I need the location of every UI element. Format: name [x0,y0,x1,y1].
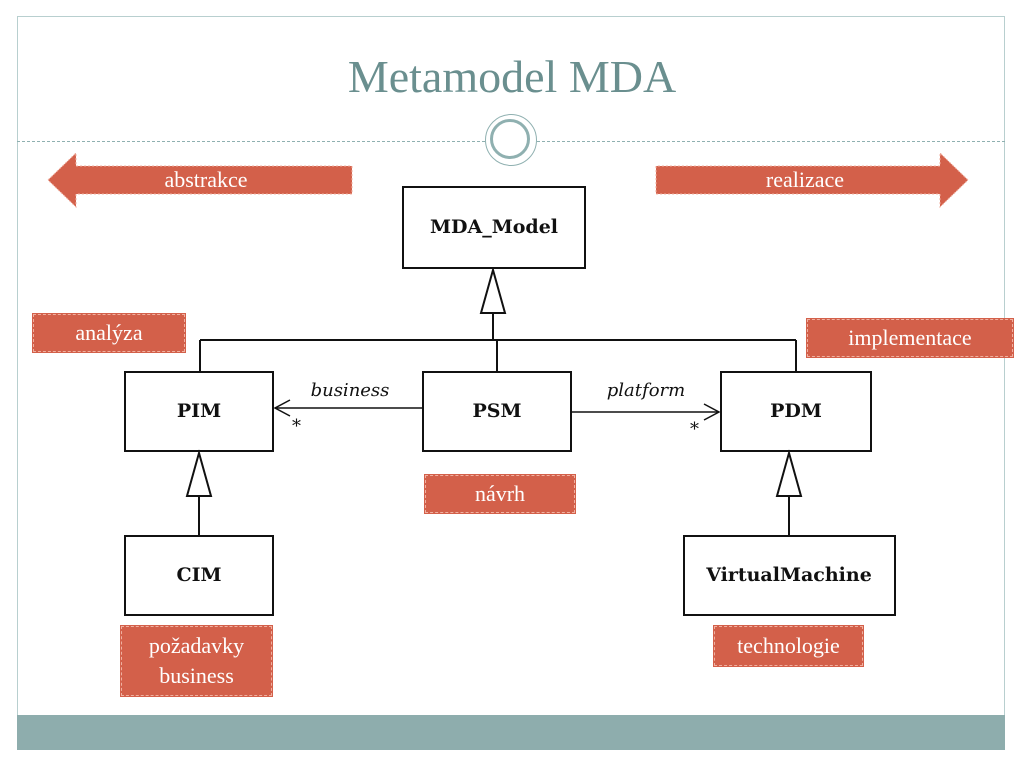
class-name-virtual-machine: VirtualMachine [705,564,872,586]
abstrakce-arrow [47,151,353,209]
class-name-pdm: PDM [770,400,822,422]
multiplicity-business: * [292,416,301,437]
tag-navrh: návrh [424,474,576,514]
class-name-mda-model: MDA_Model [430,216,558,238]
pdm-inheritance-triangle [775,449,803,497]
realizace-arrow [655,151,969,209]
association-label-platform: platform [607,380,685,401]
association-platform [571,403,721,421]
class-box-mda-model [402,186,586,269]
tag-business-line: business [159,663,234,688]
class-box-psm [422,371,572,452]
association-business [273,399,423,417]
class-box-pdm [720,371,872,452]
tag-pozadavky-line: požadavky [148,633,245,658]
class-box-cim [124,535,274,616]
abstrakce-label: abstrakce [164,167,248,192]
pim-inheritance-triangle [185,449,213,497]
realizace-label: realizace [765,167,845,192]
generalization-tree [199,313,797,372]
association-label-business: business [311,380,390,401]
class-box-virtual-machine [683,535,896,616]
tag-pozadavky-business: požadavky business [120,625,273,697]
mda-model-inheritance-triangle [479,266,507,314]
tag-technologie: technologie [713,625,864,667]
class-name-cim: CIM [176,564,221,586]
tag-implementace: implementace [806,318,1014,358]
class-name-pim: PIM [177,400,221,422]
slide-title: Metamodel MDA [347,51,677,102]
tag-analyza: analýza [32,313,186,353]
divider-circle-ornament [485,114,537,166]
footer-bar [17,715,1005,750]
class-name-psm: PSM [472,400,521,422]
multiplicity-platform: * [690,419,699,440]
